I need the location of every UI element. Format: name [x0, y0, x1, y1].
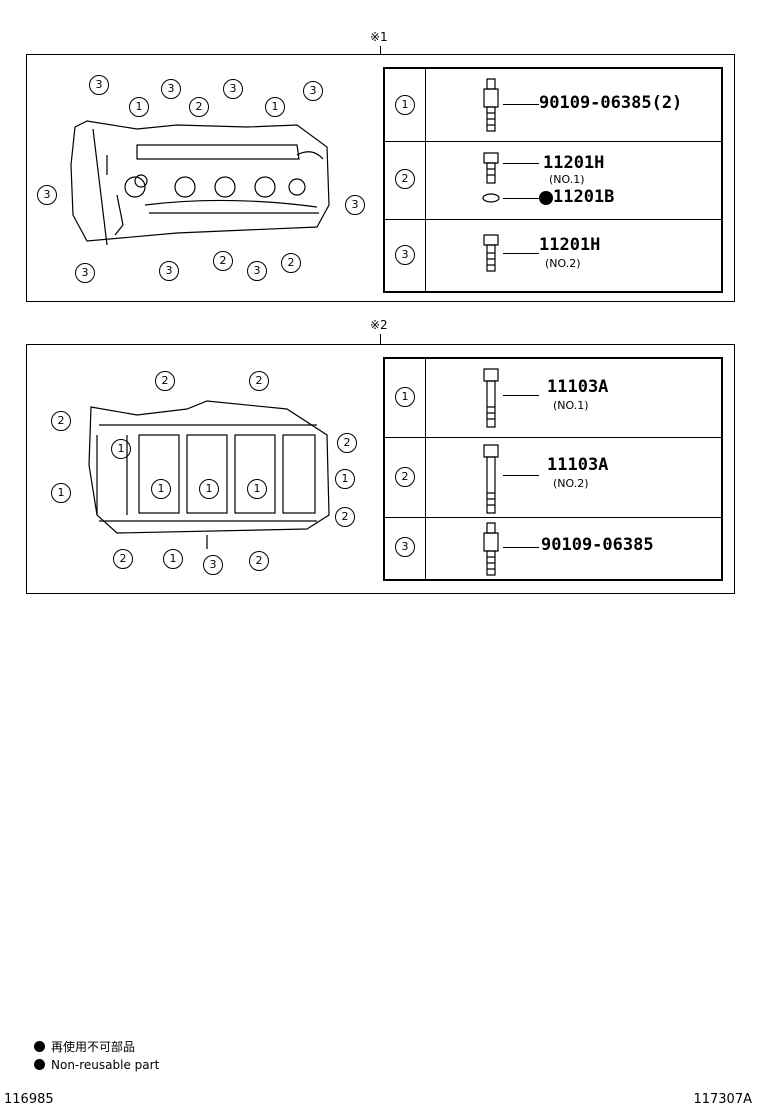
callout-2: 2	[337, 433, 357, 453]
callout-3: 3	[161, 79, 181, 99]
callout-2: 2	[249, 371, 269, 391]
callout-1: 1	[51, 483, 71, 503]
part-number: 11201H	[539, 235, 601, 255]
callout-3: 3	[89, 75, 109, 95]
part-number: 11201B	[553, 187, 615, 207]
non-reusable-dot-icon	[34, 1059, 45, 1070]
callout-1: 1	[151, 479, 171, 499]
callout-3: 3	[247, 261, 267, 281]
callout-2: 2	[213, 251, 233, 271]
cylinder-head-drawing	[70, 120, 330, 246]
bolt-icon	[483, 152, 499, 184]
part-sub: (NO.2)	[545, 257, 581, 270]
section1-mark: ※1	[370, 30, 388, 44]
callout-2: 2	[281, 253, 301, 273]
non-reusable-dot-icon	[539, 191, 553, 205]
legend-jp: 再使用不可部品	[34, 1038, 135, 1055]
parts-table-2: 1 11103A (NO.1) 2 11103A (NO.2) 3	[383, 357, 723, 581]
section2-panel: 2 2 2 2 1 1 1 1 1 1 2 1 3 2 2 1 11103A (…	[26, 344, 735, 594]
callout-3: 3	[223, 79, 243, 99]
footer-left-code: 116985	[4, 1092, 54, 1107]
callout-3: 3	[159, 261, 179, 281]
callout-1: 1	[129, 97, 149, 117]
callout-3: 3	[203, 555, 223, 575]
legend-en: Non-reusable part	[34, 1058, 159, 1072]
row-num: 2	[395, 467, 415, 487]
callout-2: 2	[189, 97, 209, 117]
table-row: 3 90109-06385	[385, 517, 721, 579]
part-sub: (NO.1)	[549, 173, 585, 186]
callout-3: 3	[37, 185, 57, 205]
callout-1: 1	[111, 439, 131, 459]
table-row: 3 11201H (NO.2)	[385, 219, 721, 291]
parts-table-1: 1 90109-06385(2) 2 11201H	[383, 67, 723, 293]
row-num: 3	[395, 245, 415, 265]
table-row: 2 11201H (NO.1) 11201B	[385, 141, 721, 220]
callout-3: 3	[303, 81, 323, 101]
callout-2: 2	[249, 551, 269, 571]
callout-1: 1	[247, 479, 267, 499]
part-number: 90109-06385	[541, 535, 654, 555]
bolt-icon	[483, 78, 499, 132]
row-num: 2	[395, 169, 415, 189]
section1-panel: 3 3 1 2 3 1 3 3 3 3 3 2 3 2 1 90109-0638…	[26, 54, 735, 302]
section2-mark-line	[380, 334, 381, 344]
section1-mark-line	[380, 46, 381, 54]
callout-1: 1	[163, 549, 183, 569]
footer-right-code: 117307A	[693, 1092, 752, 1107]
cylinder-block-drawing	[88, 400, 330, 549]
section2-mark: ※2	[370, 318, 388, 332]
callout-1: 1	[335, 469, 355, 489]
callout-2: 2	[335, 507, 355, 527]
table-row: 2 11103A (NO.2)	[385, 437, 721, 518]
callout-3: 3	[75, 263, 95, 283]
bolt-icon	[483, 444, 499, 514]
part-number: 90109-06385(2)	[539, 93, 683, 113]
callout-2: 2	[155, 371, 175, 391]
bolt-icon	[483, 368, 499, 428]
row-num: 1	[395, 95, 415, 115]
row-num: 1	[395, 387, 415, 407]
part-sub: (NO.2)	[553, 477, 589, 490]
callout-2: 2	[113, 549, 133, 569]
part-number: 11103A	[547, 455, 609, 475]
callout-1: 1	[199, 479, 219, 499]
part-sub: (NO.1)	[553, 399, 589, 412]
callout-2: 2	[51, 411, 71, 431]
part-number: 11201H	[543, 153, 605, 173]
washer-icon	[482, 193, 500, 203]
bolt-icon	[483, 234, 499, 272]
non-reusable-dot-icon	[34, 1041, 45, 1052]
table-row: 1 90109-06385(2)	[385, 69, 721, 142]
bolt-icon	[483, 522, 499, 576]
row-num: 3	[395, 537, 415, 557]
part-number: 11103A	[547, 377, 609, 397]
callout-1: 1	[265, 97, 285, 117]
table-row: 1 11103A (NO.1)	[385, 359, 721, 438]
callout-3: 3	[345, 195, 365, 215]
